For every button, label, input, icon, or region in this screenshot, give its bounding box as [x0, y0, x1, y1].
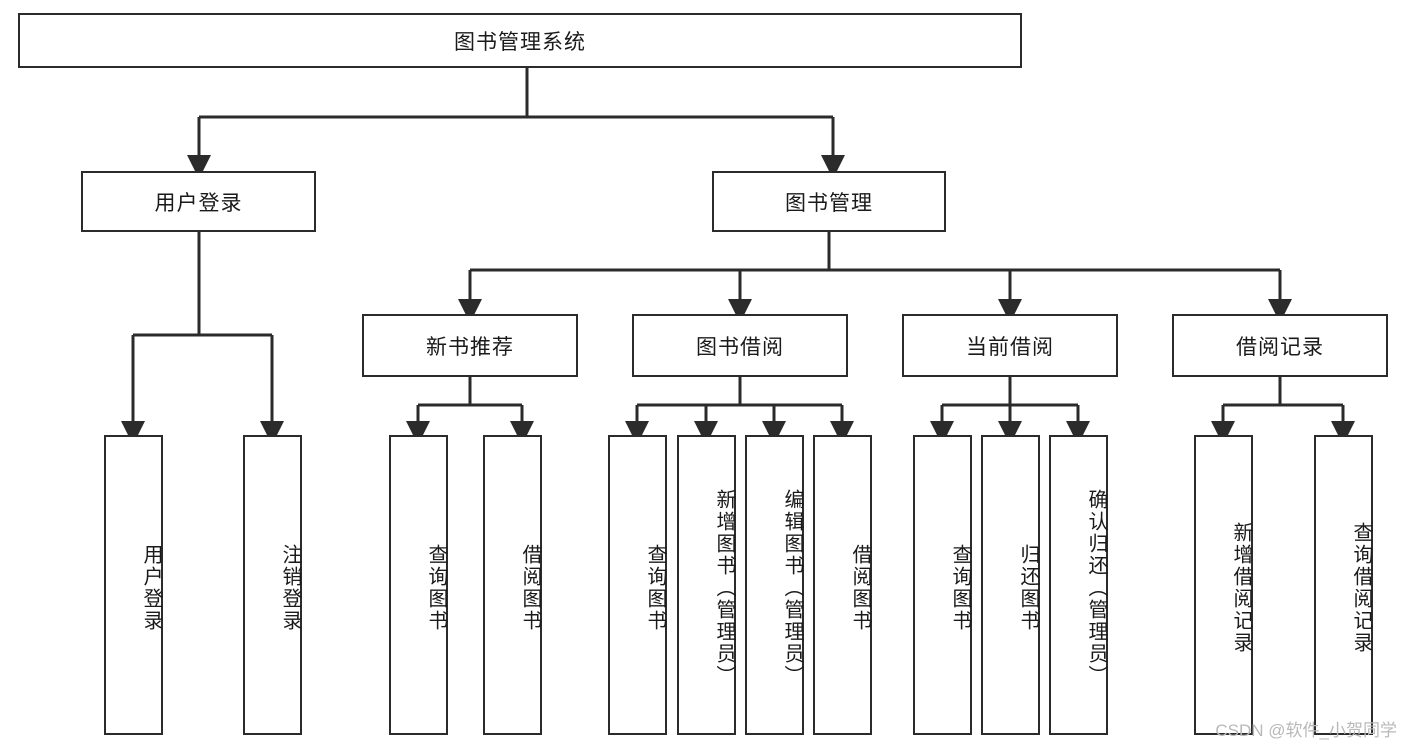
node-leaf-records-1[interactable]: 新增借阅记录 [1194, 435, 1253, 735]
node-new-book-label: 新书推荐 [426, 335, 514, 359]
node-leaf-label: 新增图书（管理员） [713, 489, 735, 687]
node-book-manage[interactable]: 图书管理 [712, 171, 946, 232]
node-book-manage-label: 图书管理 [785, 191, 873, 215]
node-leaf-label: 借阅图书 [849, 544, 871, 632]
node-leaf-current-2[interactable]: 归还图书 [981, 435, 1040, 735]
node-leaf-user-login-2[interactable]: 注销登录 [243, 435, 302, 735]
node-borrow[interactable]: 图书借阅 [632, 314, 848, 377]
node-user-login[interactable]: 用户登录 [81, 171, 316, 232]
node-leaf-label: 查询图书 [949, 544, 971, 632]
node-leaf-label: 查询图书 [425, 544, 447, 632]
node-leaf-label: 确认归还（管理员） [1085, 489, 1107, 687]
node-leaf-borrow-3[interactable]: 编辑图书（管理员） [745, 435, 804, 735]
node-leaf-borrow-1[interactable]: 查询图书 [608, 435, 667, 735]
node-leaf-label: 归还图书 [1017, 544, 1039, 632]
node-leaf-borrow-2[interactable]: 新增图书（管理员） [677, 435, 736, 735]
node-borrow-label: 图书借阅 [696, 335, 784, 359]
node-records[interactable]: 借阅记录 [1172, 314, 1388, 377]
node-root-label: 图书管理系统 [454, 30, 586, 54]
node-leaf-label: 注销登录 [279, 544, 301, 632]
node-current-label: 当前借阅 [966, 335, 1054, 359]
node-user-login-label: 用户登录 [154, 191, 243, 215]
node-leaf-new-book-2[interactable]: 借阅图书 [483, 435, 542, 735]
node-leaf-label: 编辑图书（管理员） [781, 489, 803, 687]
node-records-label: 借阅记录 [1236, 335, 1324, 359]
node-leaf-label: 新增借阅记录 [1230, 522, 1252, 654]
node-root[interactable]: 图书管理系统 [18, 13, 1022, 68]
node-leaf-new-book-1[interactable]: 查询图书 [389, 435, 448, 735]
node-leaf-label: 用户登录 [140, 544, 162, 632]
node-new-book[interactable]: 新书推荐 [362, 314, 578, 377]
node-leaf-label: 查询借阅记录 [1350, 522, 1372, 654]
csdn-watermark: CSDN @软件_小贺同学 [1215, 721, 1397, 740]
node-leaf-label: 借阅图书 [519, 544, 541, 632]
node-leaf-current-1[interactable]: 查询图书 [913, 435, 972, 735]
node-current[interactable]: 当前借阅 [902, 314, 1118, 377]
node-leaf-user-login-1[interactable]: 用户登录 [104, 435, 163, 735]
node-leaf-borrow-4[interactable]: 借阅图书 [813, 435, 872, 735]
node-leaf-current-3[interactable]: 确认归还（管理员） [1049, 435, 1108, 735]
node-leaf-label: 查询图书 [644, 544, 666, 632]
node-leaf-records-2[interactable]: 查询借阅记录 [1314, 435, 1373, 735]
